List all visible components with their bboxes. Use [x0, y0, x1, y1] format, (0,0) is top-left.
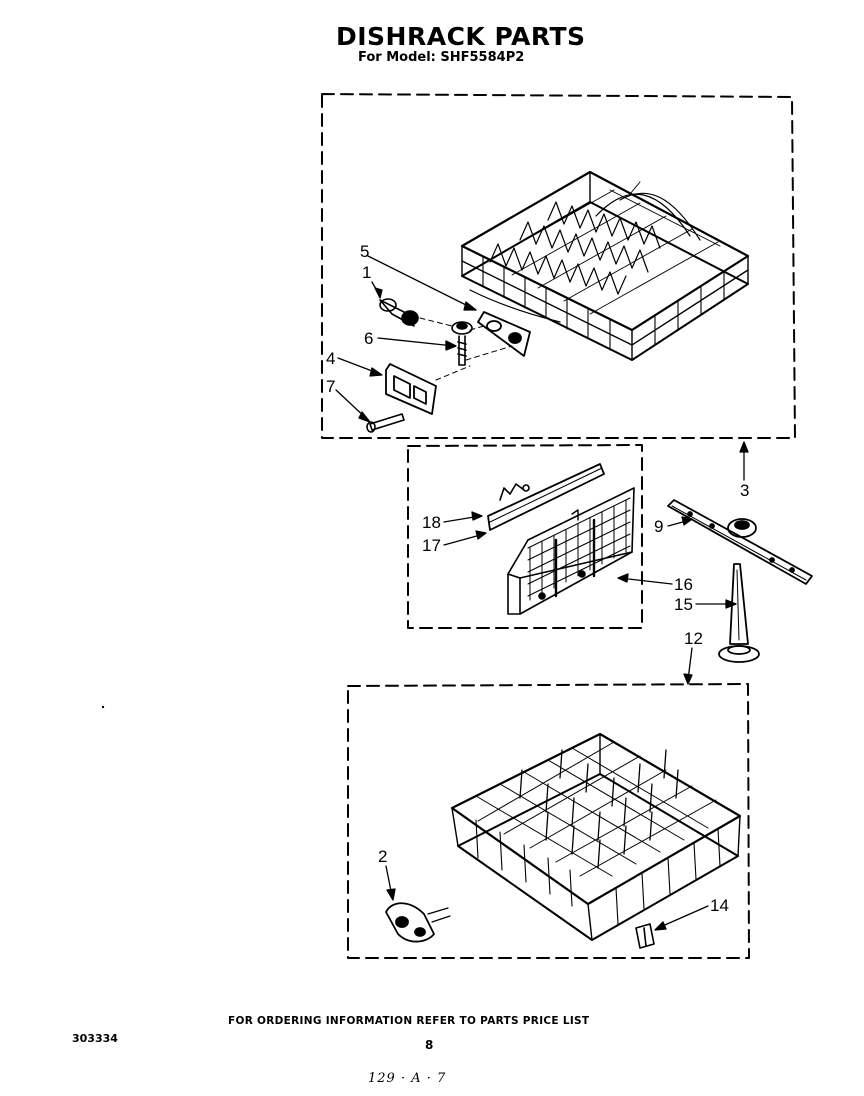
roller-wheel [451, 321, 473, 335]
callout-3: 3 [740, 481, 750, 500]
upper-rack-group-box [321, 93, 796, 439]
silverware-basket [507, 487, 635, 615]
handwritten-code: 129 · A · 7 [368, 1071, 447, 1086]
callout-17: 17 [422, 536, 441, 555]
page-title: DISHRACK PARTS [336, 22, 586, 51]
callout-9: 9 [654, 517, 664, 536]
lower-rack-roller [385, 902, 451, 943]
stray-mark [101, 705, 105, 709]
spray-tube [718, 563, 760, 663]
middle-group-box [407, 444, 643, 629]
rack-stop-clip [379, 298, 419, 327]
rail-clip [499, 483, 530, 501]
ordering-info-note: FOR ORDERING INFORMATION REFER TO PARTS … [228, 1015, 590, 1027]
spray-arm [667, 499, 813, 585]
callout-16: 16 [674, 575, 693, 594]
roller-bracket [477, 311, 531, 357]
callout-18: 18 [422, 513, 441, 532]
rack-rail [487, 463, 605, 531]
callout-15: 15 [674, 595, 693, 614]
callout-6: 6 [364, 329, 374, 348]
lower-dishrack [450, 732, 742, 941]
adjuster-screw [366, 413, 405, 433]
callout-12: 12 [684, 629, 703, 648]
callout-1: 1 [362, 263, 372, 282]
callout-4: 4 [326, 349, 336, 368]
page-number: 8 [425, 1038, 434, 1052]
assembly-lines [419, 317, 513, 381]
callout-5: 5 [360, 242, 370, 261]
roller-axle-screw [457, 335, 467, 366]
upper-dishrack [460, 170, 750, 361]
model-subtitle: For Model: SHF5584P2 [358, 50, 525, 65]
rack-bumper [635, 923, 655, 949]
lower-rack-group-box [347, 683, 750, 959]
rack-adjuster [385, 363, 437, 415]
callout-7: 7 [326, 377, 336, 396]
callout-14: 14 [710, 896, 729, 915]
leader-lines [335, 255, 749, 931]
callout-2: 2 [378, 847, 388, 866]
document-number: 303334 [72, 1032, 118, 1045]
